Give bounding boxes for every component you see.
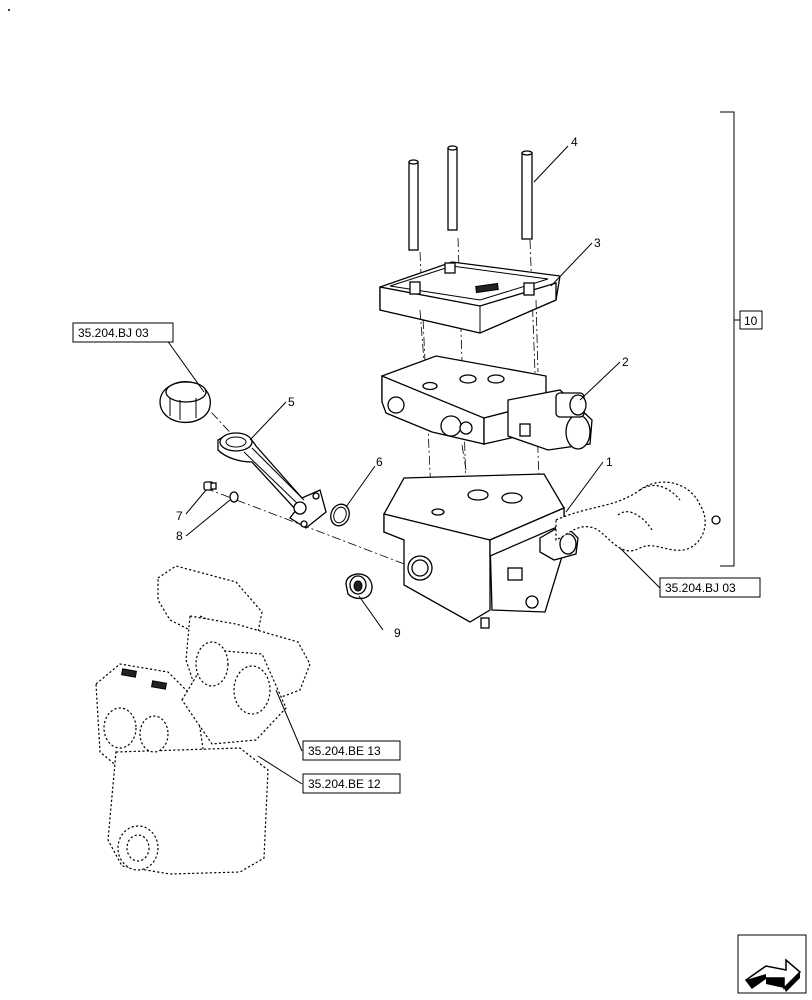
reference-box-top-left[interactable]: 35.204.BJ 03 <box>72 322 174 343</box>
callout-5: 5 <box>288 395 295 409</box>
callout-6: 6 <box>376 455 383 469</box>
callout-3: 3 <box>594 236 601 250</box>
assembly-bracket-10 <box>720 111 763 567</box>
stud-bolts-part-4 <box>408 145 533 251</box>
cover-plate-part-3 <box>379 261 561 373</box>
ref-label-right: 35.204.BJ 03 <box>665 581 736 595</box>
callout-9: 9 <box>394 626 401 640</box>
callout-2: 2 <box>622 355 629 369</box>
callout-4: 4 <box>571 135 578 149</box>
valve-body-part-1 <box>383 473 579 629</box>
washer-part-8 <box>229 491 239 503</box>
callout-10: 10 <box>744 314 758 328</box>
ref-label-top-left: 35.204.BJ 03 <box>78 326 149 340</box>
plug-part-9 <box>345 573 373 600</box>
hose-assembly-hidden <box>555 481 721 552</box>
ref-label-be13: 35.204.BE 13 <box>308 744 381 758</box>
callout-labels: 4 3 2 5 6 1 7 8 9 10 <box>176 135 758 640</box>
o-ring-part-6 <box>330 503 350 527</box>
reference-box-be12[interactable]: 35.204.BE 12 <box>302 773 401 794</box>
valve-section-part-2 <box>381 355 593 471</box>
ref-label-be12: 35.204.BE 12 <box>308 777 381 791</box>
callout-1: 1 <box>606 455 613 469</box>
corner-mark <box>8 9 10 11</box>
next-page-arrow-icon[interactable] <box>737 934 807 994</box>
reference-box-be13[interactable]: 35.204.BE 13 <box>302 740 401 761</box>
tube-part-5 <box>217 432 327 529</box>
cap <box>159 381 211 424</box>
callout-7: 7 <box>176 509 183 523</box>
leader-lines <box>163 145 661 785</box>
callout-8: 8 <box>176 529 183 543</box>
reference-box-right[interactable]: 35.204.BJ 03 <box>659 577 761 598</box>
screw-part-7 <box>203 481 217 491</box>
rear-housing-hidden <box>95 565 311 875</box>
